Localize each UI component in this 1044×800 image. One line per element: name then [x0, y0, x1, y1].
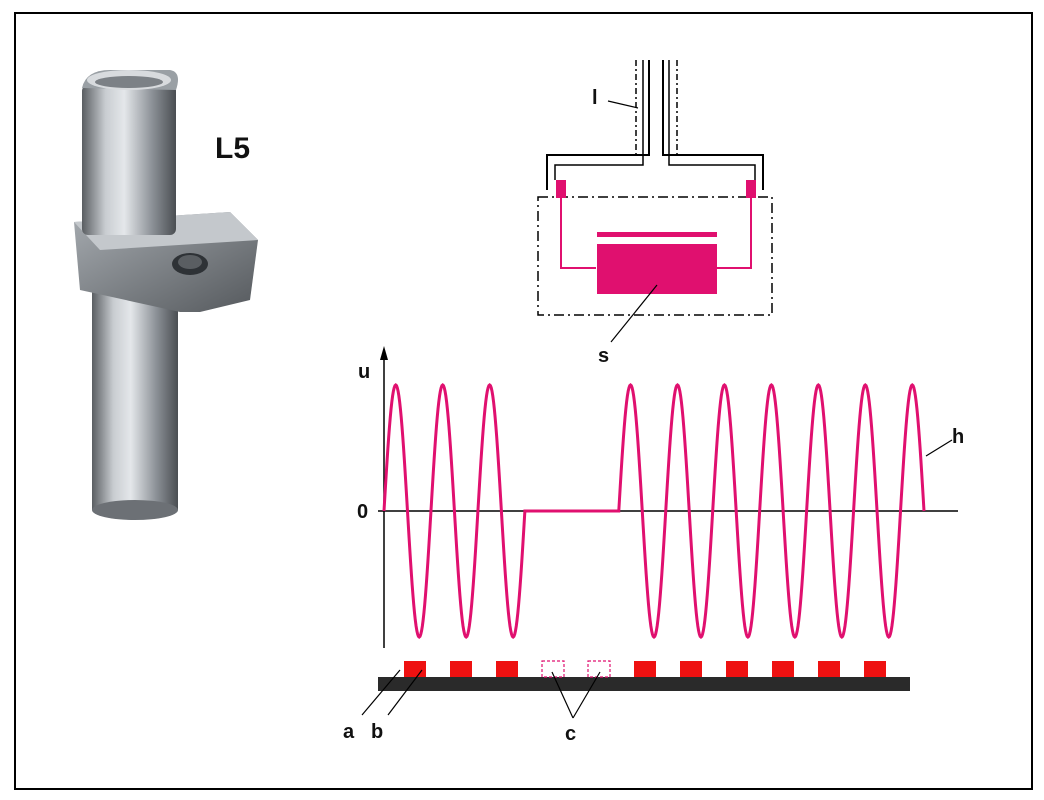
missing-tooth	[541, 660, 565, 678]
tooth	[726, 661, 748, 677]
tooth	[496, 661, 518, 677]
outer-frame	[14, 12, 1033, 790]
tooth	[818, 661, 840, 677]
tone-wheel-base	[378, 677, 910, 691]
label-a: a	[343, 721, 355, 743]
shield-label: l	[592, 87, 598, 109]
tooth	[772, 661, 794, 677]
circuit-schematic	[537, 60, 773, 343]
tone-wheel-strip	[361, 660, 910, 719]
waveform-plot	[378, 346, 958, 648]
tooth	[680, 661, 702, 677]
sensor-model-label: L5	[215, 132, 250, 165]
sensor-element-label: s	[598, 345, 609, 367]
label-c: c	[565, 723, 576, 745]
zero-label: 0	[357, 501, 368, 523]
tooth	[404, 661, 426, 677]
tooth	[450, 661, 472, 677]
signal-curve	[382, 382, 926, 640]
y-axis-label: u	[358, 361, 370, 383]
curve-label: h	[952, 426, 964, 448]
tooth	[634, 661, 656, 677]
label-b: b	[371, 721, 383, 743]
speed-sensor-illustration	[74, 70, 258, 520]
tooth	[864, 661, 886, 677]
teeth-group	[404, 660, 886, 678]
y-axis-arrow	[380, 346, 388, 360]
missing-tooth	[587, 660, 611, 678]
